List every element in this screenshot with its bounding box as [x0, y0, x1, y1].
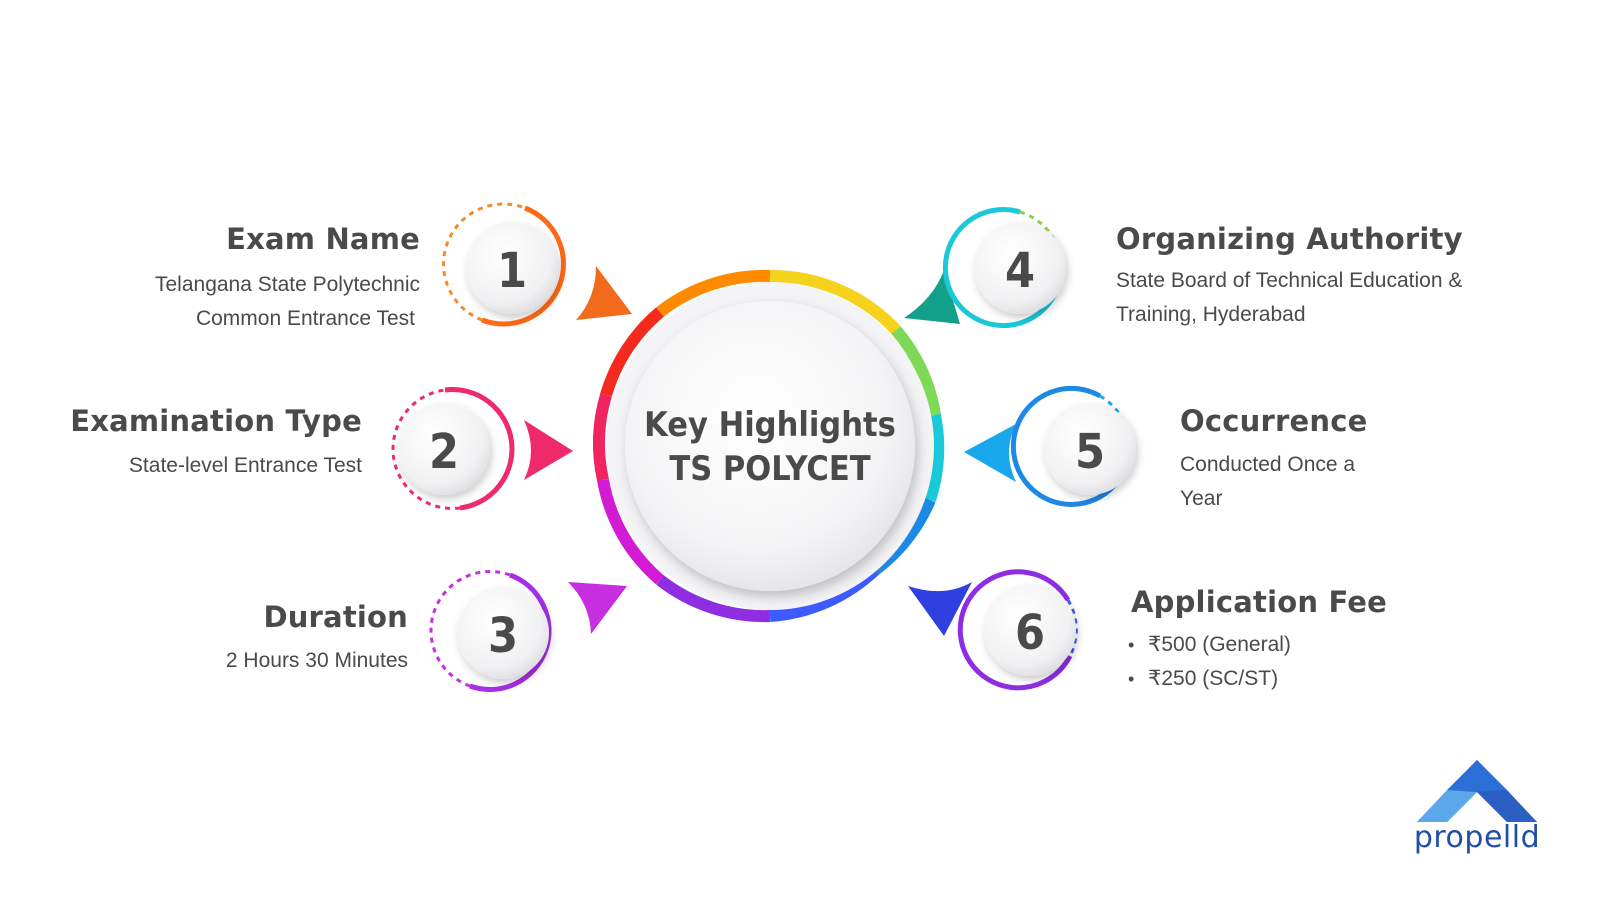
- number-4: 4: [1005, 243, 1035, 299]
- brand-name: propelld: [1413, 820, 1541, 855]
- item-6-bullet-2-text: ₹250 (SC/ST): [1148, 667, 1279, 690]
- item-6-bullet-2: ₹250 (SC/ST): [1128, 662, 1291, 696]
- item-6-title: Application Fee: [1131, 585, 1388, 619]
- center-rainbow-ring: [593, 269, 945, 623]
- item-2-line-1: State-level Entrance Test: [128, 454, 362, 477]
- arrow-5: [964, 424, 1016, 482]
- number-1: 1: [497, 243, 527, 299]
- item-5-title: Occurrence: [1180, 404, 1368, 438]
- arrow-2: [524, 420, 573, 480]
- arrow-1: [576, 266, 632, 320]
- center-subtitle: TS POLYCET: [669, 449, 870, 489]
- item-2-title: Examination Type: [70, 404, 362, 438]
- item-1-text: Telangana State Polytechnic Common Entra…: [155, 268, 420, 336]
- center-title: Key Highlights: [644, 405, 896, 445]
- item-3-line-1: 2 Hours 30 Minutes: [225, 649, 408, 672]
- number-6: 6: [1015, 605, 1045, 661]
- item-5-text: Conducted Once a Year: [1180, 448, 1355, 516]
- number-3: 3: [488, 608, 518, 664]
- arrow-6: [908, 582, 972, 636]
- arrow-3: [568, 582, 627, 634]
- number-circle-6: 6: [957, 569, 1078, 691]
- item-3-text: 2 Hours 30 Minutes: [226, 644, 408, 678]
- item-3-title: Duration: [263, 600, 408, 634]
- propelld-logo-icon: [1417, 760, 1537, 822]
- number-circle-4: 4: [942, 207, 1066, 328]
- item-5-line-1: Conducted Once a: [1180, 453, 1356, 476]
- number-2: 2: [429, 424, 459, 480]
- item-4-line-1: State Board of Technical Education &: [1116, 269, 1463, 292]
- number-circle-1: 1: [442, 202, 566, 327]
- item-6-text: ₹500 (General) ₹250 (SC/ST): [1128, 628, 1291, 696]
- number-5: 5: [1075, 424, 1105, 480]
- item-1-line-1: Telangana State Polytechnic: [154, 273, 420, 296]
- number-circle-5: 5: [1010, 385, 1136, 507]
- number-circle-2: 2: [391, 387, 515, 511]
- item-6-bullet-1-text: ₹500 (General): [1148, 633, 1291, 656]
- center-circle: [625, 301, 915, 591]
- item-4-text: State Board of Technical Education & Tra…: [1116, 264, 1462, 332]
- item-1-line-2: Common Entrance Test: [195, 307, 415, 330]
- item-4-line-2: Training, Hyderabad: [1116, 303, 1306, 326]
- number-circle-3: 3: [429, 570, 552, 692]
- item-4-title: Organizing Authority: [1116, 222, 1463, 256]
- item-1-title: Exam Name: [226, 222, 420, 256]
- item-2-text: State-level Entrance Test: [129, 449, 362, 483]
- item-6-bullet-1: ₹500 (General): [1128, 628, 1291, 662]
- item-5-line-2: Year: [1180, 487, 1223, 510]
